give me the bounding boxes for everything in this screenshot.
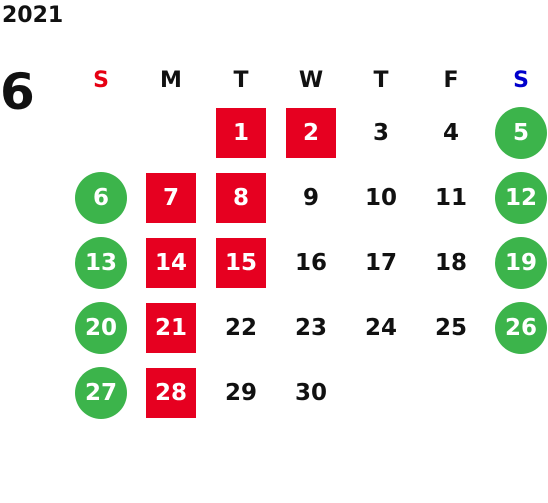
day-cell[interactable]: 26: [486, 295, 548, 360]
day-cell[interactable]: 15: [206, 230, 276, 295]
day-number: 1: [216, 107, 266, 158]
day-number: 25: [434, 314, 467, 341]
day-number: 28: [146, 367, 196, 418]
day-cell[interactable]: 21: [136, 295, 206, 360]
day-number: 8: [216, 172, 266, 223]
day-number: 23: [294, 314, 327, 341]
day-number: 21: [146, 302, 196, 353]
day-cell[interactable]: 2: [276, 100, 346, 165]
day-cell[interactable]: 20: [66, 295, 136, 360]
day-number: 15: [216, 237, 266, 288]
day-number: 19: [495, 236, 547, 289]
day-cell[interactable]: 13: [66, 230, 136, 295]
day-cell[interactable]: 29: [206, 360, 276, 425]
day-cell[interactable]: 22: [206, 295, 276, 360]
day-cell[interactable]: 30: [276, 360, 346, 425]
day-number: 27: [75, 366, 127, 419]
day-number: 7: [146, 172, 196, 223]
day-number: 26: [495, 301, 547, 354]
weekday-header: T: [233, 67, 249, 93]
day-cell[interactable]: 1: [206, 100, 276, 165]
day-cell: [66, 100, 136, 165]
day-cell: [346, 360, 416, 425]
day-cell: [416, 360, 486, 425]
day-cell[interactable]: 18: [416, 230, 486, 295]
day-number: 10: [364, 184, 397, 211]
day-cell[interactable]: 7: [136, 165, 206, 230]
day-number: 20: [75, 301, 127, 354]
day-cell[interactable]: 16: [276, 230, 346, 295]
day-cell[interactable]: 25: [416, 295, 486, 360]
day-number: 29: [224, 379, 257, 406]
weekday-header: S: [513, 67, 529, 93]
day-cell: [136, 100, 206, 165]
month-label: 6: [0, 63, 35, 121]
weekday-header: F: [443, 67, 459, 93]
day-number: 24: [364, 314, 397, 341]
day-cell[interactable]: 6: [66, 165, 136, 230]
day-cell[interactable]: 19: [486, 230, 548, 295]
weekday-header: T: [373, 67, 389, 93]
day-cell[interactable]: 3: [346, 100, 416, 165]
day-number: 2: [286, 107, 336, 158]
day-cell[interactable]: 8: [206, 165, 276, 230]
day-number: 14: [146, 237, 196, 288]
day-number: 4: [442, 119, 459, 146]
year-label: 2021: [2, 3, 64, 28]
day-cell[interactable]: 23: [276, 295, 346, 360]
day-cell[interactable]: 11: [416, 165, 486, 230]
day-cell[interactable]: 12: [486, 165, 548, 230]
day-cell: [486, 360, 548, 425]
day-number: 18: [434, 249, 467, 276]
day-cell[interactable]: 5: [486, 100, 548, 165]
day-cell[interactable]: 4: [416, 100, 486, 165]
day-cell[interactable]: 14: [136, 230, 206, 295]
day-cell[interactable]: 27: [66, 360, 136, 425]
day-number: 5: [495, 106, 547, 159]
day-number: 22: [224, 314, 257, 341]
day-number: 12: [495, 171, 547, 224]
day-number: 30: [294, 379, 327, 406]
day-number: 11: [434, 184, 467, 211]
day-number: 17: [364, 249, 397, 276]
day-number: 3: [372, 119, 389, 146]
day-cell[interactable]: 10: [346, 165, 416, 230]
day-cell[interactable]: 17: [346, 230, 416, 295]
day-number: 16: [294, 249, 327, 276]
day-cell[interactable]: 9: [276, 165, 346, 230]
weekday-header: S: [93, 67, 109, 93]
weekday-header: W: [298, 67, 324, 93]
day-number: 6: [75, 171, 127, 224]
day-cell[interactable]: 28: [136, 360, 206, 425]
day-cell[interactable]: 24: [346, 295, 416, 360]
weekday-header: M: [160, 67, 182, 93]
day-number: 9: [302, 184, 319, 211]
day-number: 13: [75, 236, 127, 289]
